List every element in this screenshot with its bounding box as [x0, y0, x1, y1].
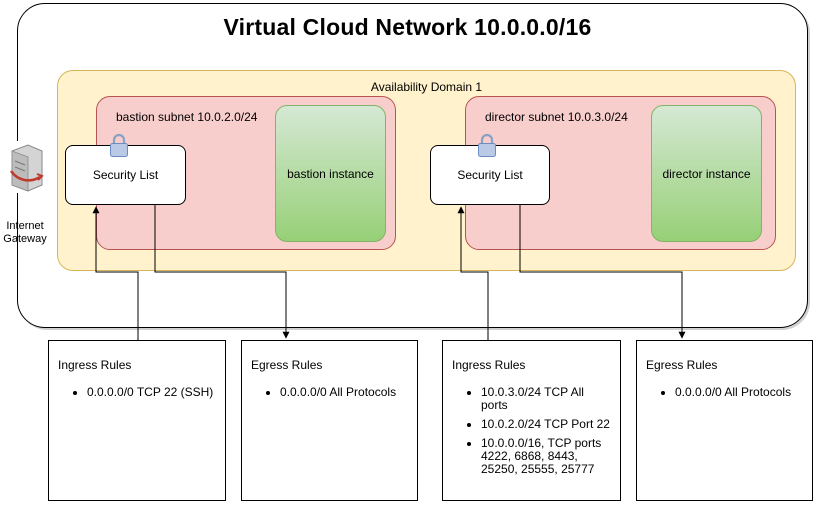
- bastion-subnet-label: bastion subnet 10.0.2.0/24: [116, 110, 258, 124]
- internet-gateway-label: Internet Gateway: [0, 220, 50, 246]
- director-instance-label: director instance: [662, 166, 751, 181]
- rules-title: Egress Rules: [251, 358, 323, 372]
- gateway-label-line2: Gateway: [3, 233, 47, 245]
- lock-icon: [110, 133, 128, 157]
- lock-icon: [478, 133, 496, 157]
- rule-item: 0.0.0.0/0 TCP 22 (SSH): [87, 386, 217, 399]
- bastion-ingress-rules: Ingress Rules 0.0.0.0/0 TCP 22 (SSH): [48, 340, 226, 501]
- bastion-security-list-label: Security List: [92, 168, 159, 182]
- rules-list: 10.0.3.0/24 TCP All ports 10.0.2.0/24 TC…: [443, 386, 620, 476]
- director-ingress-rules: Ingress Rules 10.0.3.0/24 TCP All ports …: [442, 340, 621, 501]
- bastion-egress-rules: Egress Rules 0.0.0.0/0 All Protocols: [241, 340, 418, 501]
- rule-item: 10.0.0.0/16, TCP ports 4222, 6868, 8443,…: [481, 437, 612, 476]
- rules-list: 0.0.0.0/0 All Protocols: [637, 386, 812, 399]
- director-instance[interactable]: director instance: [651, 105, 762, 242]
- rule-item: 10.0.3.0/24 TCP All ports: [481, 386, 612, 412]
- bastion-instance[interactable]: bastion instance: [275, 105, 386, 242]
- availability-domain-label: Availability Domain 1: [370, 80, 483, 94]
- rules-title: Ingress Rules: [58, 358, 132, 372]
- rule-item: 0.0.0.0/0 All Protocols: [280, 386, 409, 399]
- rules-title: Egress Rules: [646, 358, 718, 372]
- rules-title: Ingress Rules: [452, 358, 526, 372]
- server-icon[interactable]: [4, 141, 46, 193]
- rule-item: 10.0.2.0/24 TCP Port 22: [481, 418, 612, 431]
- gateway-label-line1: Internet: [6, 220, 44, 232]
- vcn-title: Virtual Cloud Network 10.0.0.0/16: [223, 14, 592, 40]
- rule-item: 0.0.0.0/0 All Protocols: [675, 386, 804, 399]
- rules-list: 0.0.0.0/0 All Protocols: [242, 386, 417, 399]
- director-egress-rules: Egress Rules 0.0.0.0/0 All Protocols: [636, 340, 813, 501]
- director-security-list-label: Security List: [457, 168, 523, 182]
- director-subnet-label: director subnet 10.0.3.0/24: [485, 110, 628, 124]
- bastion-instance-label: bastion instance: [287, 166, 374, 181]
- bastion-security-list[interactable]: Security List: [65, 145, 186, 205]
- rules-list: 0.0.0.0/0 TCP 22 (SSH): [49, 386, 225, 399]
